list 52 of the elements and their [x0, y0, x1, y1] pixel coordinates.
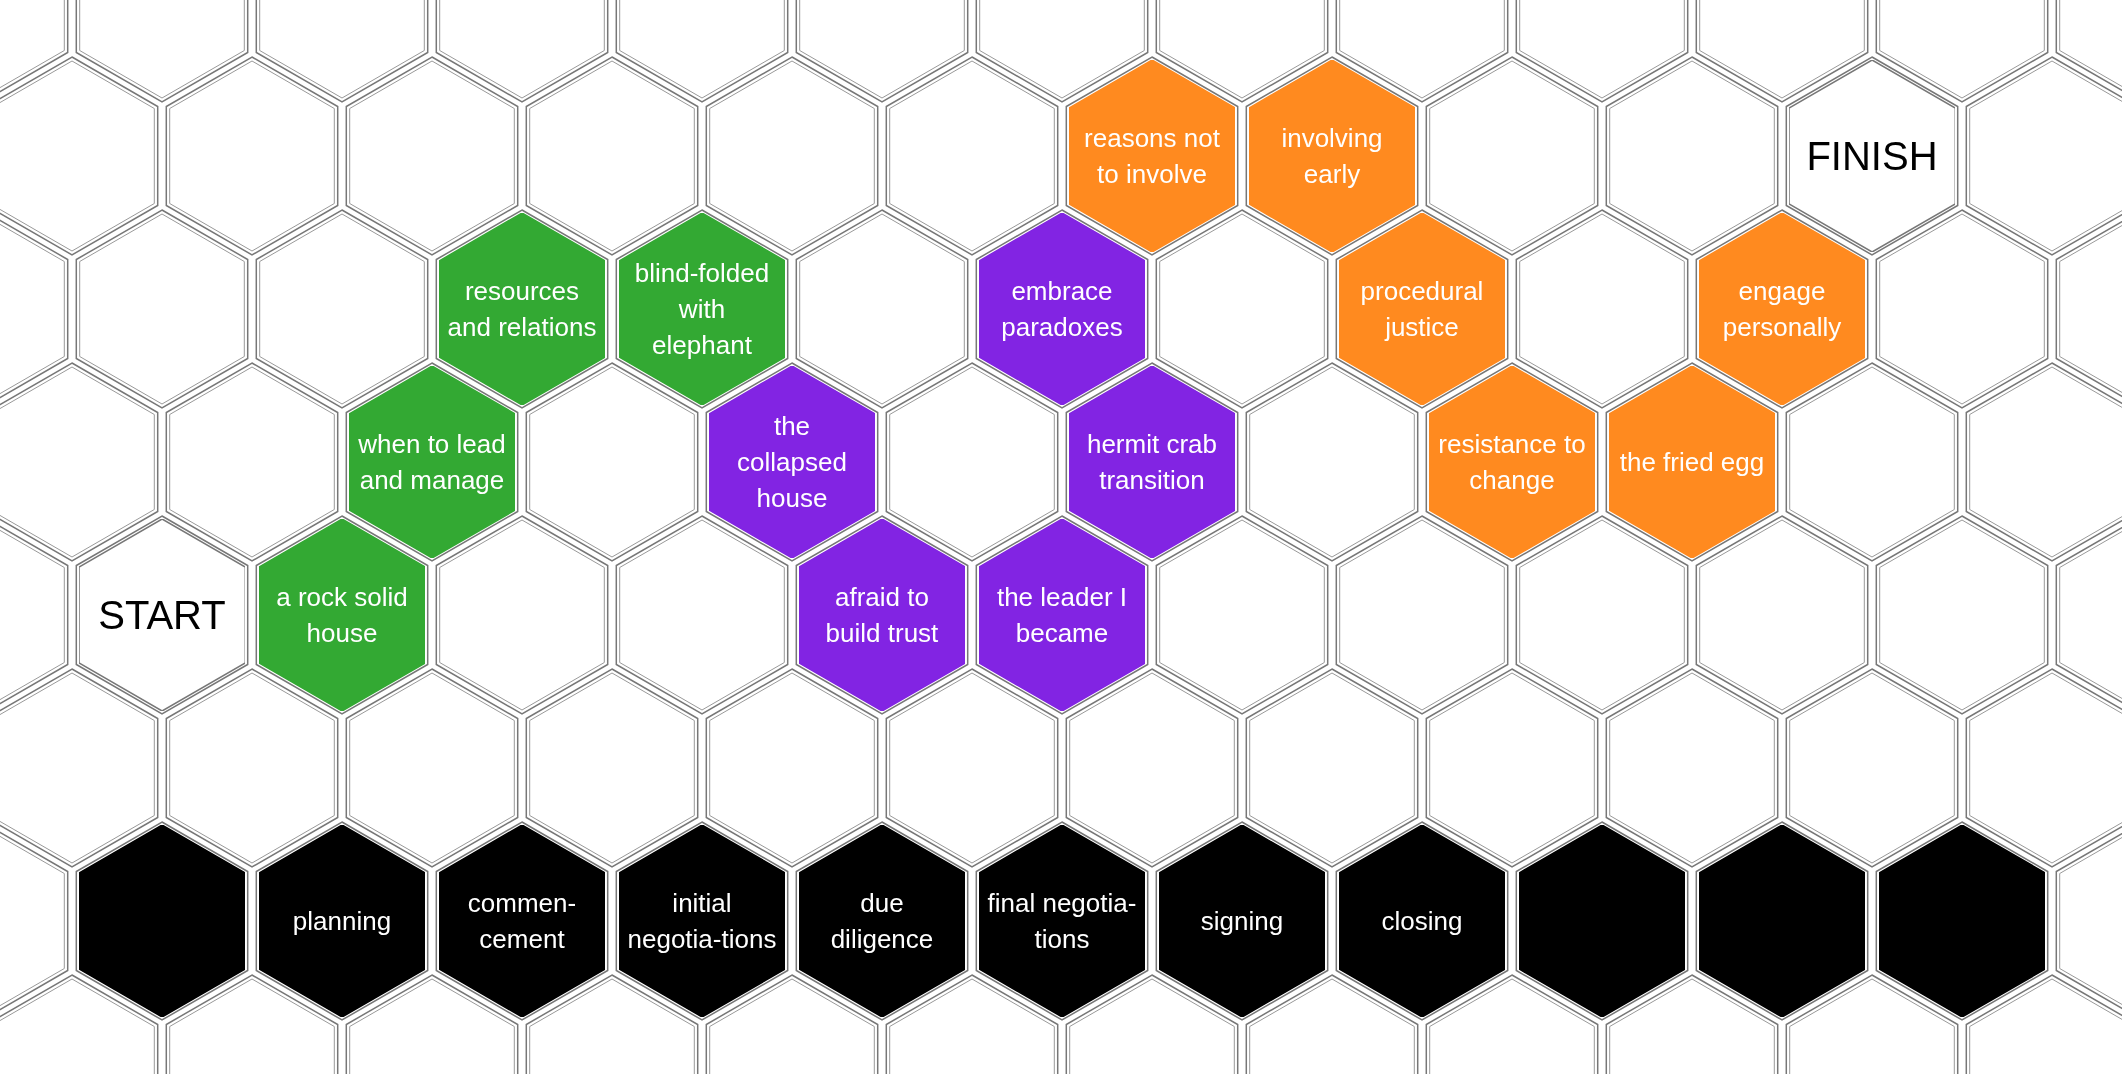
hexagon-tile: [438, 213, 606, 405]
tile-label: due diligence: [829, 887, 935, 956]
tile-label: a rock solid house: [275, 581, 409, 650]
marker-label: FINISH: [1805, 138, 1939, 174]
tile-label: blind-folded with elephant: [633, 257, 771, 362]
tile-label: hermit crab transition: [1085, 428, 1218, 497]
hexagon-tile: [618, 825, 786, 1017]
hexagon-tile: [1878, 825, 2046, 1017]
tile-label: signing: [1199, 905, 1285, 938]
hexagon-tile: [978, 519, 1146, 711]
hexagon-tile: [1698, 213, 1866, 405]
hexagon-tile: [1608, 366, 1776, 558]
hexagon-tile: [1248, 60, 1416, 252]
tile-label: the fried egg: [1618, 446, 1766, 479]
hexagon-tile: [348, 366, 516, 558]
tile-label: reasons not to involve: [1083, 122, 1221, 191]
tile-label: closing: [1380, 905, 1464, 938]
tile-label: initial negotia-tions: [627, 887, 777, 956]
tile-label: when to lead and manage: [357, 428, 507, 497]
marker-label: START: [97, 597, 227, 633]
hexagon-tile: [1428, 366, 1596, 558]
hexagon-tile: [78, 825, 246, 1017]
tile-label: final negotia-tions: [987, 887, 1137, 956]
hexagon-tile: [258, 825, 426, 1017]
tile-label: commen-cement: [466, 887, 578, 956]
hexagon-tile: [1518, 825, 1686, 1017]
hexagon-tile: [1158, 825, 1326, 1017]
tile-label: embrace paradoxes: [1000, 275, 1124, 344]
hexagon-tile: [708, 366, 876, 558]
hexagon-tile: [798, 519, 966, 711]
tile-label: planning: [291, 905, 393, 938]
tile-label: engage personally: [1721, 275, 1843, 344]
hexagon-tile: [1788, 60, 1956, 252]
hexagon-tile: [78, 519, 246, 711]
hexagon-tile: [978, 825, 1146, 1017]
tile-label: resistance to change: [1437, 428, 1587, 497]
hexagon-tile: [1338, 213, 1506, 405]
tile-label: afraid to build trust: [824, 581, 940, 650]
hexagon-tile: [1338, 825, 1506, 1017]
tile-label: resources and relations: [447, 275, 597, 344]
hexagon-tile: [1698, 825, 1866, 1017]
hexagon-tile: [438, 825, 606, 1017]
hexagon-tile: [618, 213, 786, 405]
tile-label: the collapsed house: [736, 410, 848, 515]
tile-label: involving early: [1280, 122, 1384, 191]
hexagon-tile: [1068, 366, 1236, 558]
tile-label: procedural justice: [1359, 275, 1485, 344]
hexagon-tile: [258, 519, 426, 711]
tile-label: the leader I became: [995, 581, 1129, 650]
hexagon-tile: [1068, 60, 1236, 252]
hexagon-tile: [978, 213, 1146, 405]
hexagon-tile: [798, 825, 966, 1017]
